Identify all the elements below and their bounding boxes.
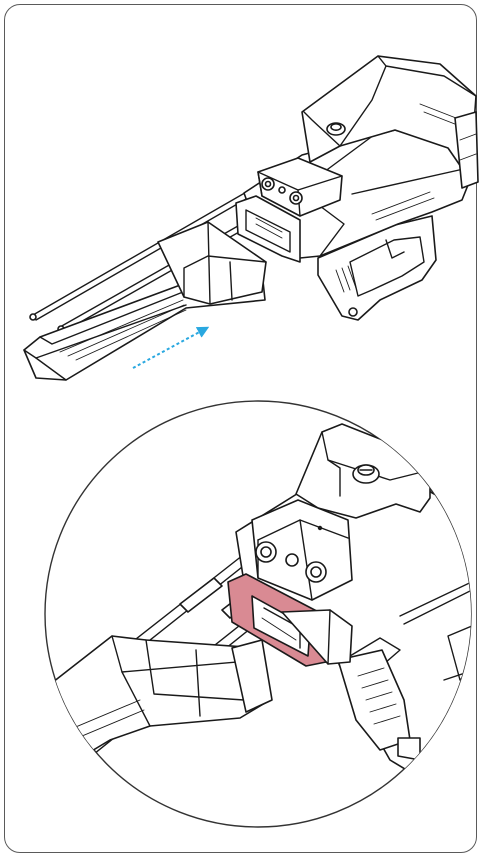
insert-direction-arrow [132, 326, 210, 369]
device-overview [23, 55, 479, 381]
zoom-detail-view [44, 400, 472, 828]
main-housing [235, 55, 479, 321]
main-housing-detail [227, 423, 471, 779]
probe-paddle [23, 221, 267, 381]
